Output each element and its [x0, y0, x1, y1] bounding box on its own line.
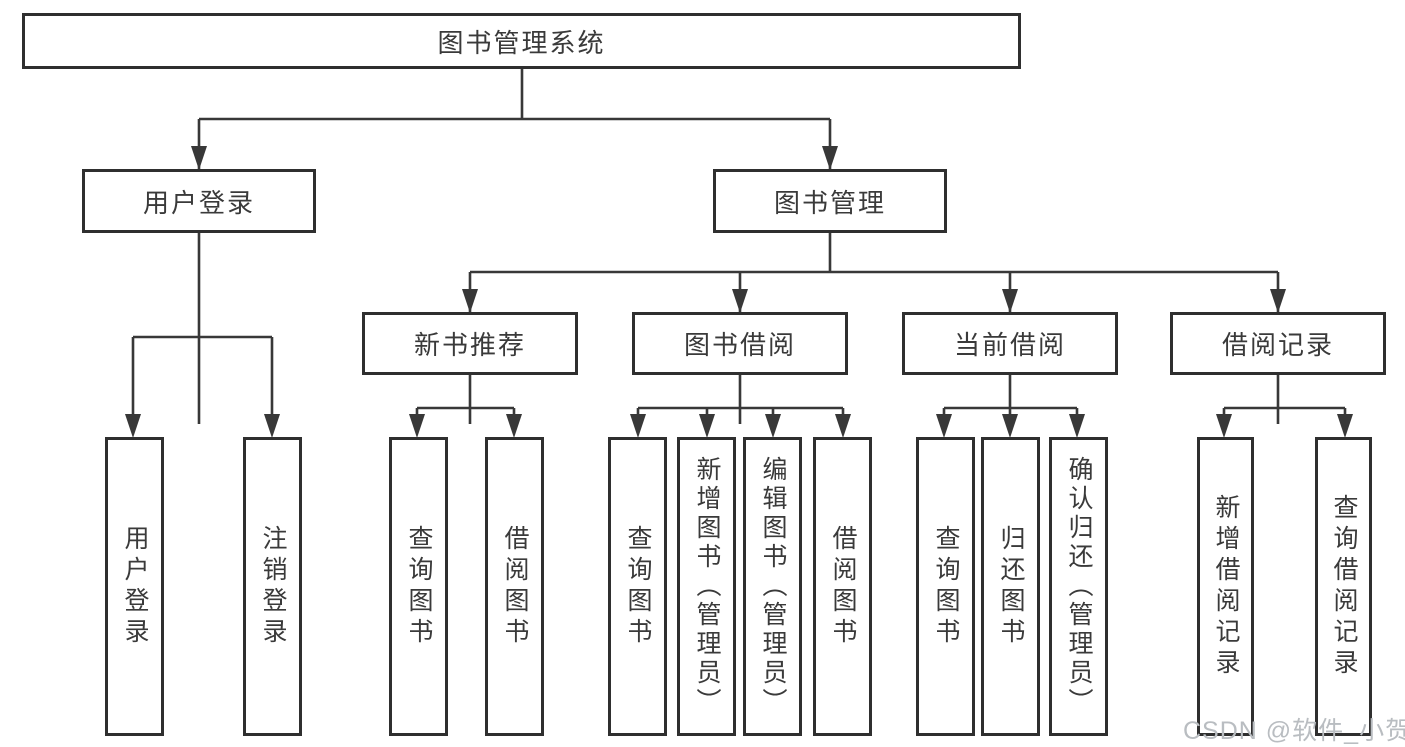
leaf-confirm-return-admin-label: 确认归还（管理员） — [1065, 456, 1093, 717]
node-current-borrow: 当前借阅 — [902, 312, 1118, 375]
leaf-borrow-books-recommend-label: 借阅图书 — [501, 524, 529, 649]
leaf-confirm-return-admin: 确认归还（管理员） — [1049, 437, 1108, 736]
node-book-borrow-label: 图书借阅 — [683, 330, 796, 360]
leaf-edit-book-admin: 编辑图书（管理员） — [743, 437, 802, 736]
arrowheads — [125, 146, 1353, 438]
leaf-user-login-label: 用户登录 — [121, 524, 149, 649]
node-book-borrow: 图书借阅 — [632, 312, 848, 375]
leaf-borrow-books-2: 借阅图书 — [813, 437, 872, 736]
leaf-logout: 注销登录 — [243, 437, 302, 736]
leaf-edit-book-admin-label: 编辑图书（管理员） — [759, 456, 787, 717]
node-book-management-label: 图书管理 — [773, 187, 886, 218]
leaf-query-books-recommend: 查询图书 — [389, 437, 448, 736]
node-root-system: 图书管理系统 — [22, 13, 1021, 69]
leaf-add-book-admin-label: 新增图书（管理员） — [693, 456, 721, 717]
leaf-add-book-admin: 新增图书（管理员） — [677, 437, 736, 736]
leaf-query-books-current: 查询图书 — [916, 437, 975, 736]
leaf-query-books-current-label: 查询图书 — [932, 524, 960, 649]
node-book-management: 图书管理 — [713, 169, 947, 233]
node-user-login: 用户登录 — [82, 169, 316, 233]
leaf-borrow-books-recommend: 借阅图书 — [485, 437, 544, 736]
node-current-borrow-label: 当前借阅 — [953, 330, 1066, 360]
node-borrow-records-label: 借阅记录 — [1221, 330, 1334, 360]
leaf-query-books-borrow-label: 查询图书 — [624, 524, 652, 649]
leaf-query-borrow-record: 查询借阅记录 — [1315, 437, 1372, 736]
node-new-book-recommend: 新书推荐 — [362, 312, 578, 375]
watermark: CSDN @软件_小贺同学 — [1183, 717, 1405, 745]
leaf-borrow-books-2-label: 借阅图书 — [829, 524, 857, 649]
leaf-query-borrow-record-label: 查询借阅记录 — [1330, 493, 1358, 680]
node-root-label: 图书管理系统 — [437, 27, 606, 58]
leaf-query-books-borrow: 查询图书 — [608, 437, 667, 736]
leaf-add-borrow-record-label: 新增借阅记录 — [1212, 493, 1240, 680]
leaf-return-book-label: 归还图书 — [997, 524, 1025, 649]
leaf-logout-label: 注销登录 — [259, 524, 287, 649]
leaf-return-book: 归还图书 — [981, 437, 1040, 736]
node-new-book-recommend-label: 新书推荐 — [413, 330, 526, 360]
node-borrow-records: 借阅记录 — [1170, 312, 1386, 375]
leaf-query-books-recommend-label: 查询图书 — [405, 524, 433, 649]
leaf-add-borrow-record: 新增借阅记录 — [1197, 437, 1254, 736]
leaf-user-login: 用户登录 — [105, 437, 164, 736]
node-user-login-label: 用户登录 — [142, 187, 255, 218]
